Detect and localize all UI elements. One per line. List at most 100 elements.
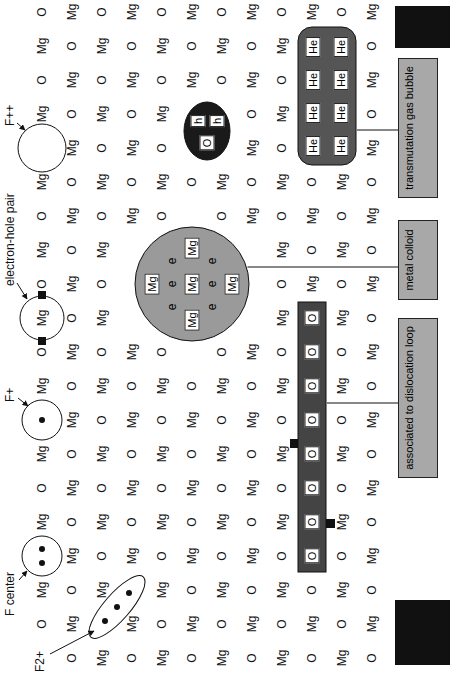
lattice-atom: Mg	[306, 208, 318, 225]
lattice-atom: O	[66, 109, 78, 118]
lattice-atom: Mg	[276, 650, 288, 667]
lattice-atom: O	[366, 585, 378, 594]
lattice-atom: Mg	[186, 72, 198, 89]
lattice-atom: O	[216, 483, 228, 492]
lattice-atom: O	[186, 585, 198, 594]
lattice-atom: Mg	[186, 412, 198, 429]
hole-cluster-outline	[183, 101, 231, 161]
defect-label: F++	[4, 105, 16, 126]
leader-line	[247, 267, 398, 268]
lattice-atom: O	[36, 7, 48, 16]
f-plus-plus-circle	[18, 124, 66, 172]
lattice-atom: O	[36, 75, 48, 84]
lattice-atom: O	[216, 619, 228, 628]
lattice-atom: O	[276, 619, 288, 628]
lattice-atom: O	[126, 653, 138, 662]
electron-hole-circle	[20, 296, 64, 340]
lattice-atom: Mg	[156, 38, 168, 55]
lattice-atom: O	[126, 109, 138, 118]
lattice-atom: Mg	[186, 4, 198, 21]
callout-text: associated to dislocation loop	[399, 319, 420, 477]
lattice-atom: Mg	[246, 208, 258, 225]
lattice-atom: Mg	[246, 616, 258, 633]
lattice-atom: Mg	[96, 378, 108, 395]
lattice-atom: O	[366, 653, 378, 662]
lattice-atom: Mg	[96, 242, 108, 259]
lattice-atom: O	[66, 381, 78, 390]
lattice-atom: Mg	[246, 344, 258, 361]
lattice-atom: Mg	[66, 276, 78, 293]
lattice-atom: Mg	[126, 208, 138, 225]
lattice-atom: Mg	[366, 140, 378, 157]
lattice-atom: Mg	[126, 480, 138, 497]
lattice-atom: Mg	[336, 514, 348, 531]
lattice-atom: Mg	[36, 378, 48, 395]
dislocation-loop-band: OOOOOOOO	[297, 301, 327, 573]
lattice-atom: O	[126, 381, 138, 390]
defect-species: He	[334, 103, 349, 123]
defect-species: O	[305, 549, 320, 564]
lattice-atom: O	[276, 483, 288, 492]
lattice-atom: O	[156, 415, 168, 424]
lattice-atom: O	[156, 143, 168, 152]
f-center-circle	[22, 536, 62, 576]
lattice-atom: O	[366, 41, 378, 50]
defect-species: O	[305, 481, 320, 496]
lattice-atom: Mg	[96, 38, 108, 55]
callout-box: metal colloid	[398, 220, 438, 300]
defect-label: electron-hole pair	[4, 193, 16, 286]
lattice-atom: Mg	[36, 582, 48, 599]
defect-species: O	[305, 345, 320, 360]
lattice-atom: Mg	[36, 242, 48, 259]
defect-label: F center	[4, 572, 16, 616]
defect-species: O	[305, 379, 320, 394]
lattice-atom: O	[96, 279, 108, 288]
hole-cluster: Ohh	[183, 101, 231, 161]
lattice-atom: Mg	[216, 582, 228, 599]
lattice-atom: Mg	[36, 106, 48, 123]
lattice-atom: Mg	[366, 616, 378, 633]
lattice-atom: Mg	[96, 650, 108, 667]
lattice-atom: O	[186, 177, 198, 186]
lattice-atom: O	[246, 109, 258, 118]
defect-species: e	[166, 304, 178, 311]
lattice-atom: O	[246, 177, 258, 186]
lattice-atom: Mg	[336, 446, 348, 463]
lattice-atom: Mg	[246, 412, 258, 429]
defect-species: O	[200, 136, 215, 151]
lattice-atom: O	[276, 75, 288, 84]
lattice-atom: O	[216, 75, 228, 84]
lattice-atom: Mg	[276, 446, 288, 463]
lattice-atom: O	[366, 245, 378, 254]
lattice-atom: Mg	[216, 446, 228, 463]
lattice-atom: O	[216, 7, 228, 16]
callout-box: transmutation gas bubble	[398, 58, 438, 198]
lattice-atom: Mg	[126, 72, 138, 89]
lattice-atom: Mg	[156, 446, 168, 463]
lattice-atom: O	[366, 449, 378, 458]
lattice-atom: O	[366, 517, 378, 526]
lattice-atom: O	[186, 449, 198, 458]
lattice-atom: O	[96, 143, 108, 152]
defect-species: Mg	[225, 273, 240, 294]
lattice-atom: Mg	[156, 514, 168, 531]
lattice-atom: Mg	[306, 4, 318, 21]
lattice-atom: Mg	[306, 276, 318, 293]
lattice-atom: O	[276, 7, 288, 16]
lattice-atom: Mg	[186, 480, 198, 497]
lattice-atom: Mg	[366, 344, 378, 361]
defect-species: He	[306, 70, 321, 90]
black-box	[395, 600, 450, 665]
lattice-atom: O	[126, 177, 138, 186]
callout-text: metal colloid	[399, 221, 420, 299]
lattice-atom: Mg	[276, 174, 288, 191]
lattice-atom: Mg	[96, 106, 108, 123]
lattice-atom: Mg	[366, 276, 378, 293]
lattice-atom: Mg	[276, 582, 288, 599]
lattice-atom: O	[156, 75, 168, 84]
lattice-atom: O	[336, 211, 348, 220]
defect-species: O	[305, 515, 320, 530]
lattice-atom: O	[276, 279, 288, 288]
lattice-atom: O	[156, 7, 168, 16]
